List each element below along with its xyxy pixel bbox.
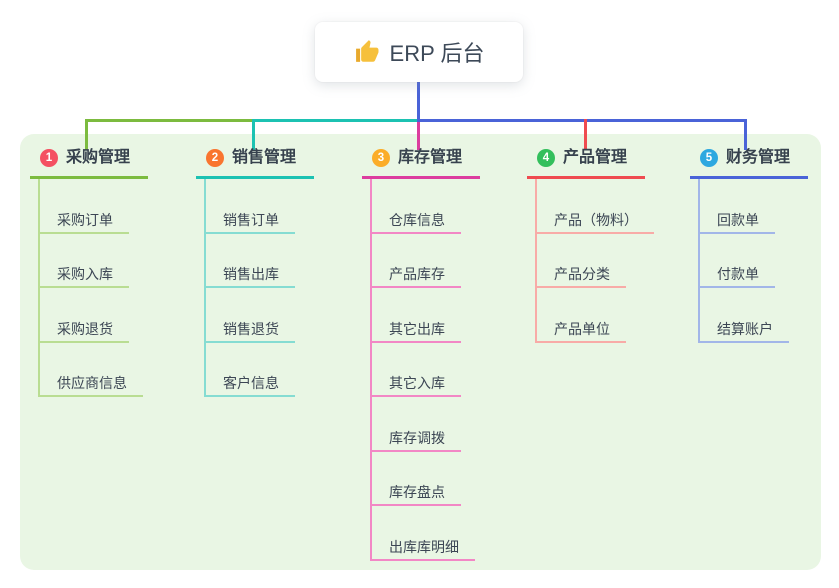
- child-node[interactable]: 产品分类: [537, 234, 626, 288]
- branches-panel: [20, 134, 821, 570]
- child-node[interactable]: 销售订单: [206, 179, 295, 234]
- child-node[interactable]: 销售退货: [206, 288, 295, 343]
- child-node[interactable]: 产品库存: [372, 234, 461, 288]
- branch-children: 产品（物料） 产品分类产品单位: [535, 179, 654, 343]
- child-label: 销售退货: [223, 320, 279, 337]
- branch-number-badge: 5: [700, 149, 718, 167]
- child-node[interactable]: 其它入库: [372, 343, 461, 397]
- branch-2: 2 销售管理销售订单销售出库销售退货客户信息: [196, 148, 314, 397]
- branch-1: 1 采购管理采购订单采购入库采购退货供应商信息: [30, 148, 148, 397]
- root-label: ERP 后台: [389, 41, 485, 66]
- branch-label: 销售管理: [232, 149, 297, 166]
- branch-4: 4 产品管理产品（物料） 产品分类产品单位: [527, 148, 654, 343]
- child-node[interactable]: 产品单位: [537, 288, 626, 343]
- connector-line: [85, 119, 255, 122]
- branch-node[interactable]: 3 库存管理: [362, 148, 480, 179]
- branch-label: 产品管理: [563, 149, 628, 166]
- branch-3: 3 库存管理仓库信息产品库存其它出库其它入库库存调拨库存盘点出库库明细: [362, 148, 480, 561]
- child-node[interactable]: 库存盘点: [372, 452, 461, 506]
- child-label: 产品分类: [554, 266, 610, 282]
- branch-label: 财务管理: [726, 149, 791, 166]
- root-node[interactable]: ERP 后台: [315, 22, 523, 82]
- child-node[interactable]: 结算账户: [700, 288, 789, 343]
- child-label: 付款单: [717, 266, 759, 282]
- child-node[interactable]: 其它出库: [372, 288, 461, 343]
- child-node[interactable]: 供应商信息: [40, 343, 143, 397]
- branch-node[interactable]: 2 销售管理: [196, 148, 314, 179]
- branch-node[interactable]: 5 财务管理: [690, 148, 808, 179]
- child-node[interactable]: 出库库明细: [372, 506, 475, 561]
- child-node[interactable]: 产品（物料）: [537, 179, 654, 234]
- child-node[interactable]: 回款单: [700, 179, 775, 234]
- connector-line: [417, 82, 420, 122]
- child-label: 结算账户: [717, 320, 773, 337]
- branch-children: 仓库信息产品库存其它出库其它入库库存调拨库存盘点出库库明细: [370, 179, 475, 561]
- branch-number-badge: 1: [40, 149, 58, 167]
- child-label: 回款单: [717, 211, 759, 228]
- branch-number-badge: 3: [372, 149, 390, 167]
- branch-label: 库存管理: [398, 149, 463, 166]
- child-node[interactable]: 采购退货: [40, 288, 129, 343]
- child-node[interactable]: 客户信息: [206, 343, 295, 397]
- child-node[interactable]: 付款单: [700, 234, 775, 288]
- connector-line: [744, 119, 747, 150]
- child-node[interactable]: 采购入库: [40, 234, 129, 288]
- child-label: 产品（物料）: [554, 211, 638, 228]
- branch-children: 回款单付款单结算账户: [698, 179, 789, 343]
- child-node[interactable]: 库存调拨: [372, 397, 461, 452]
- branch-children: 销售订单销售出库销售退货客户信息: [204, 179, 295, 397]
- branch-node[interactable]: 4 产品管理: [527, 148, 645, 179]
- child-label: 仓库信息: [389, 211, 445, 228]
- child-label: 库存盘点: [389, 484, 445, 500]
- child-label: 其它出库: [389, 320, 445, 337]
- branch-children: 采购订单采购入库采购退货供应商信息: [38, 179, 143, 397]
- connector-line: [417, 119, 747, 122]
- connector-line: [252, 119, 255, 150]
- child-label: 销售出库: [223, 266, 279, 282]
- child-label: 销售订单: [223, 211, 279, 228]
- child-label: 库存调拨: [389, 429, 445, 446]
- branch-node[interactable]: 1 采购管理: [30, 148, 148, 179]
- child-label: 出库库明细: [389, 538, 459, 555]
- child-label: 产品单位: [554, 320, 610, 337]
- child-label: 采购入库: [57, 266, 113, 282]
- child-label: 采购退货: [57, 320, 113, 337]
- child-label: 其它入库: [389, 375, 445, 391]
- connector-line: [417, 122, 420, 150]
- connector-line: [584, 119, 587, 150]
- thumbs-up-icon: [355, 40, 378, 62]
- child-label: 供应商信息: [57, 375, 127, 391]
- branch-number-badge: 4: [537, 149, 555, 167]
- child-label: 客户信息: [223, 375, 279, 391]
- child-label: 产品库存: [389, 266, 445, 282]
- branch-label: 采购管理: [66, 149, 131, 166]
- child-node[interactable]: 采购订单: [40, 179, 129, 234]
- child-node[interactable]: 仓库信息: [372, 179, 461, 234]
- child-label: 采购订单: [57, 211, 113, 228]
- branch-number-badge: 2: [206, 149, 224, 167]
- connector-line: [85, 119, 88, 150]
- child-node[interactable]: 销售出库: [206, 234, 295, 288]
- connector-line: [252, 119, 420, 122]
- branch-5: 5 财务管理回款单付款单结算账户: [690, 148, 808, 343]
